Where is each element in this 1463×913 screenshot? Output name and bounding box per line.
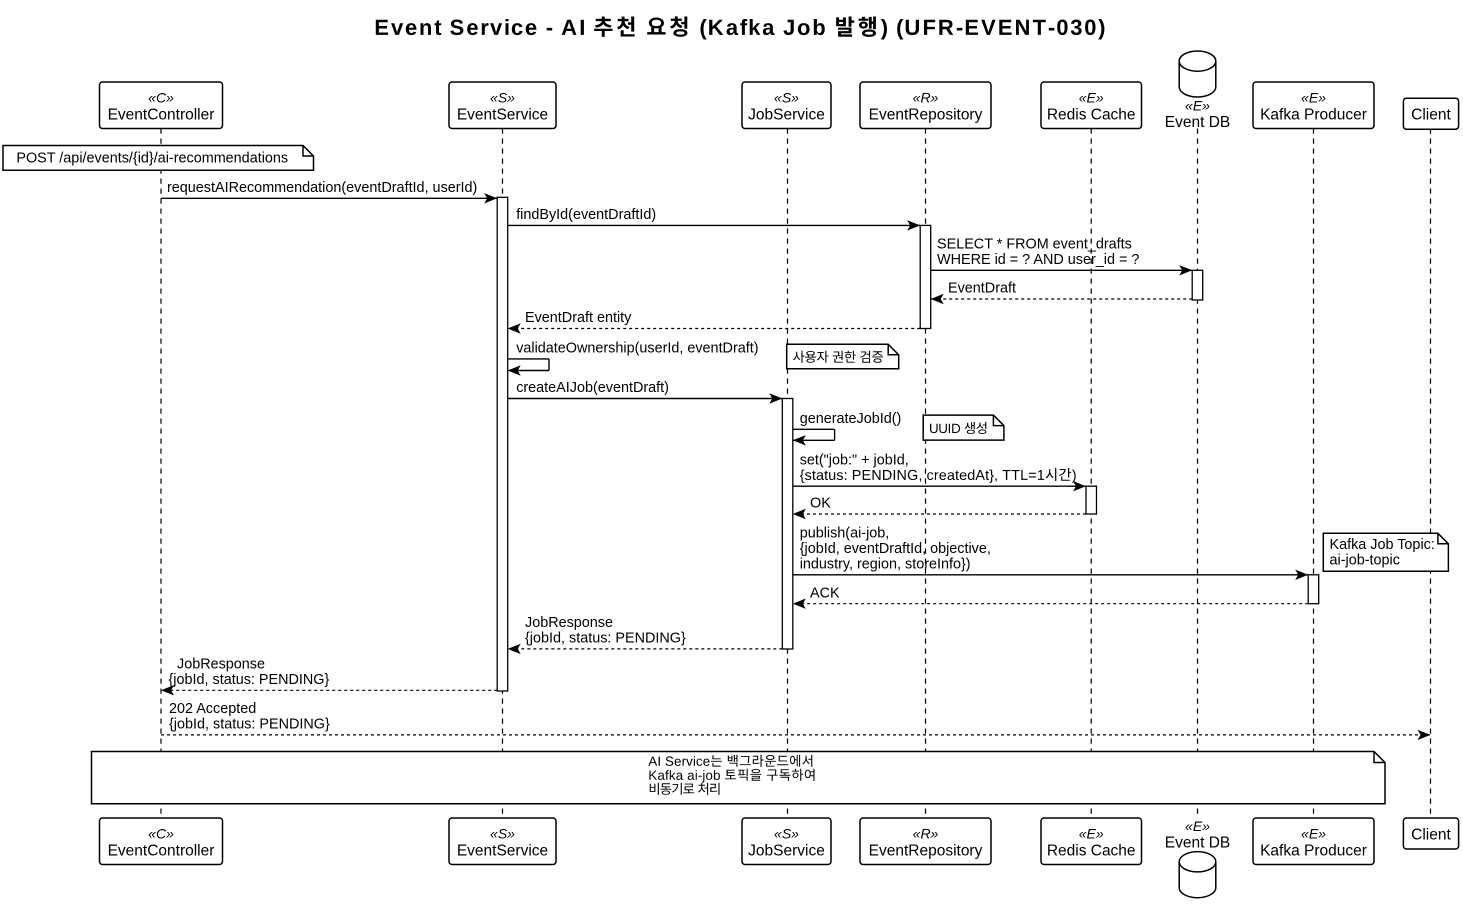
svg-text:EventService: EventService	[457, 842, 548, 859]
svg-text:EventController: EventController	[108, 106, 215, 123]
svg-text:EventRepository: EventRepository	[869, 106, 983, 123]
svg-text:JobService: JobService	[748, 106, 825, 123]
svg-text:Client: Client	[1411, 826, 1451, 843]
svg-text:Client: Client	[1411, 107, 1451, 124]
svg-text:industry, region, storeInfo}): industry, region, storeInfo})	[800, 557, 971, 573]
svg-text:{jobId, status: PENDING}: {jobId, status: PENDING}	[169, 672, 330, 688]
svg-text:«E»: «E»	[1185, 818, 1210, 834]
svg-text:EventDraft entity: EventDraft entity	[525, 310, 632, 326]
svg-text:POST /api/events/{id}/ai-recom: POST /api/events/{id}/ai-recommendations	[16, 151, 288, 167]
svg-text:«S»: «S»	[490, 90, 515, 106]
svg-text:set("job:" + jobId,: set("job:" + jobId,	[800, 452, 909, 468]
svg-text:requestAIRecommendation(eventD: requestAIRecommendation(eventDraftId, us…	[167, 180, 477, 196]
svg-text:EventDraft: EventDraft	[948, 281, 1016, 297]
svg-text:{jobId, eventDraftId, objectiv: {jobId, eventDraftId, objective,	[800, 541, 991, 557]
svg-text:«C»: «C»	[148, 826, 174, 842]
svg-text:«C»: «C»	[148, 90, 174, 106]
svg-text:Kafka Producer: Kafka Producer	[1260, 842, 1367, 859]
svg-text:{jobId, status: PENDING}: {jobId, status: PENDING}	[525, 631, 686, 647]
svg-text:JobService: JobService	[748, 842, 825, 859]
svg-text:«E»: «E»	[1185, 98, 1210, 114]
svg-text:publish(ai-job,: publish(ai-job,	[800, 526, 890, 542]
svg-text:Event DB: Event DB	[1165, 835, 1230, 852]
svg-text:«S»: «S»	[774, 826, 799, 842]
svg-text:Redis Cache: Redis Cache	[1047, 842, 1136, 859]
svg-text:EventRepository: EventRepository	[869, 842, 983, 859]
svg-text:SELECT * FROM event_drafts: SELECT * FROM event_drafts	[937, 237, 1132, 253]
svg-text:EventService: EventService	[457, 106, 548, 123]
svg-text:Redis Cache: Redis Cache	[1047, 106, 1136, 123]
svg-text:Kafka Producer: Kafka Producer	[1260, 106, 1367, 123]
svg-text:«R»: «R»	[913, 826, 939, 842]
svg-text:202 Accepted: 202 Accepted	[169, 701, 256, 717]
svg-text:ai-job-topic: ai-job-topic	[1330, 553, 1400, 569]
svg-text:OK: OK	[810, 496, 831, 512]
svg-text:«E»: «E»	[1079, 826, 1104, 842]
svg-text:«E»: «E»	[1301, 90, 1326, 106]
svg-text:createAIJob(eventDraft): createAIJob(eventDraft)	[516, 380, 669, 396]
svg-text:JobResponse: JobResponse	[177, 657, 265, 673]
svg-text:{jobId, status: PENDING}: {jobId, status: PENDING}	[169, 717, 330, 733]
svg-text:generateJobId(): generateJobId()	[800, 411, 902, 427]
svg-text:«S»: «S»	[774, 90, 799, 106]
svg-text:findById(eventDraftId): findById(eventDraftId)	[516, 207, 656, 223]
svg-text:validateOwnership(userId, even: validateOwnership(userId, eventDraft)	[516, 341, 758, 357]
svg-text:«E»: «E»	[1079, 90, 1104, 106]
svg-text:«S»: «S»	[490, 826, 515, 842]
svg-text:«R»: «R»	[913, 90, 939, 106]
svg-text:ACK: ACK	[810, 585, 840, 601]
svg-text:Kafka Job Topic:: Kafka Job Topic:	[1330, 537, 1435, 553]
svg-text:WHERE id = ? AND user_id = ?: WHERE id = ? AND user_id = ?	[937, 252, 1139, 268]
svg-text:Event DB: Event DB	[1165, 114, 1230, 131]
svg-text:«E»: «E»	[1301, 826, 1326, 842]
svg-text:JobResponse: JobResponse	[525, 615, 613, 631]
svg-text:EventController: EventController	[108, 842, 215, 859]
